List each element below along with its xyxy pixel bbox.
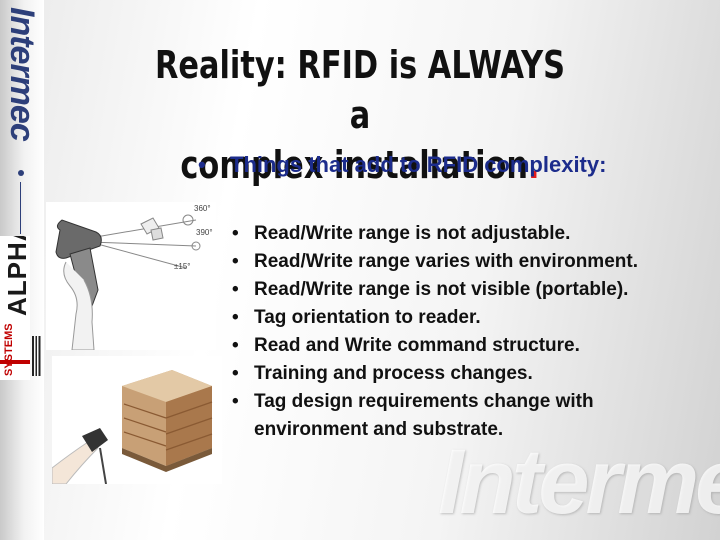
diagram-label-360: 360°: [194, 204, 211, 213]
diagram-label-390: 390°: [196, 228, 213, 237]
intermec-watermark: Intermec: [438, 431, 720, 533]
list-item: Read and Write command structure.: [232, 332, 702, 360]
main-bullet: Things that add to RFID complexity:: [198, 150, 708, 180]
list-item: Read/Write range varies with environment…: [232, 248, 702, 276]
alpha-systems-logo: ALPHA SYSTEMS: [0, 236, 41, 380]
handheld-reader-diagram: [46, 202, 216, 350]
list-item: Read/Write range is not adjustable.: [232, 220, 702, 248]
list-item: Training and process changes.: [232, 360, 702, 388]
brand-sidebar: Intermec ALPHA SYSTEMS: [0, 0, 44, 540]
title-line-1: Reality: RFID is ALWAYS a: [154, 43, 566, 137]
list-item: Read/Write range is not visible (portabl…: [232, 276, 702, 304]
logo-dot: [18, 170, 24, 176]
svg-text:SYSTEMS: SYSTEMS: [3, 323, 15, 376]
svg-text:ALPHA: ALPHA: [2, 236, 32, 316]
diagram-label-angle: ±15°: [174, 262, 191, 271]
reader-and-pallet-photo: [52, 356, 222, 484]
logo-divider: [20, 182, 21, 234]
list-item: Tag orientation to reader.: [232, 304, 702, 332]
list-item: Tag design requirements change with envi…: [232, 388, 702, 444]
intermec-logo: Intermec: [3, 7, 41, 141]
complexity-factor-list: Read/Write range is not adjustable. Read…: [232, 220, 702, 444]
main-bullet-list: Things that add to RFID complexity:: [198, 150, 708, 180]
